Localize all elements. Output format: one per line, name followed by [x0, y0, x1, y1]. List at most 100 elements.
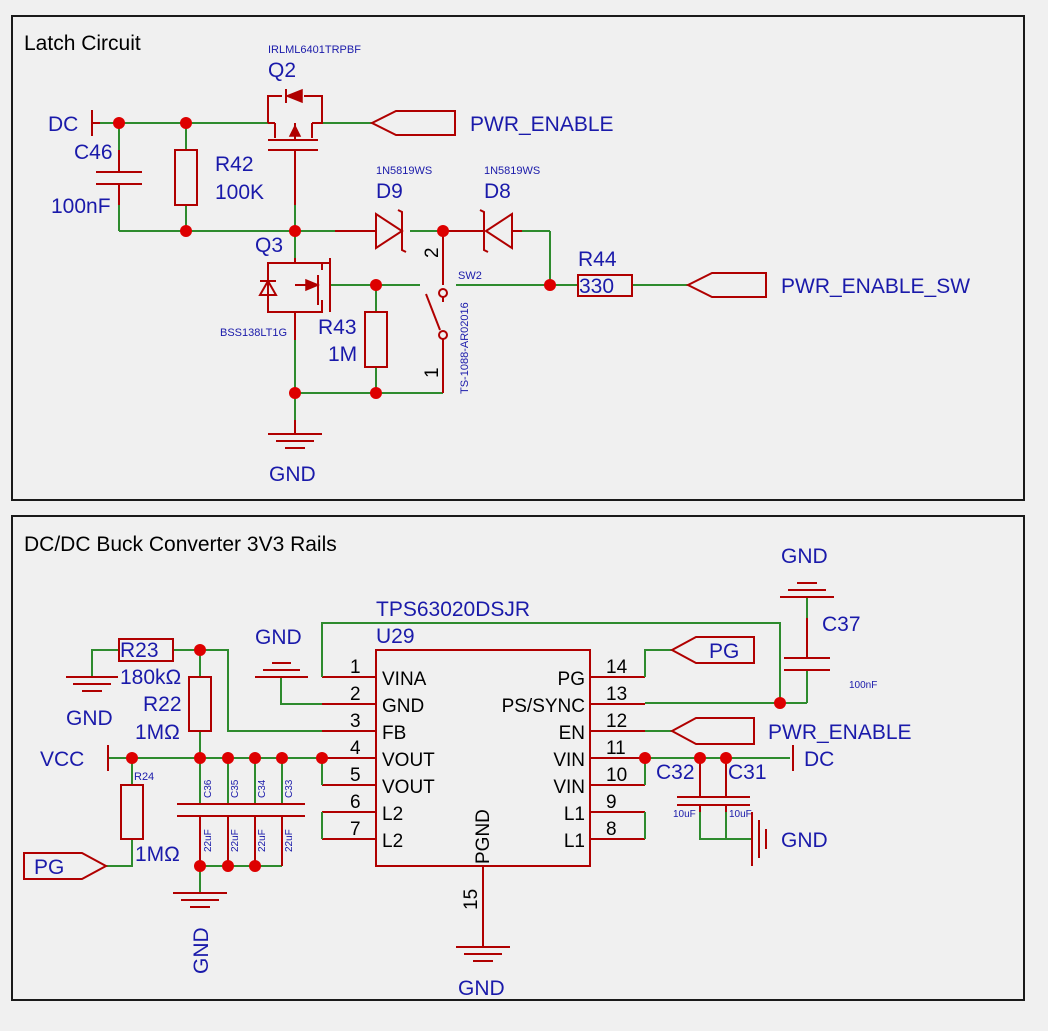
input-caps-gnd-symbol [751, 812, 767, 866]
r43-resistor [364, 311, 388, 368]
q2-pmos-transistor [267, 88, 323, 205]
c37-capacitor [784, 618, 830, 671]
pg-label-left: PG [34, 856, 64, 879]
pin-14-name: PG [558, 669, 585, 690]
buck-dc-net-label: DC [804, 748, 834, 771]
pin-13-num: 13 [606, 684, 627, 705]
c37-ref: C37 [822, 613, 861, 636]
pin-5-name: VOUT [382, 777, 435, 798]
sw2-pin1: 1 [422, 367, 443, 378]
pin-9-name: L1 [564, 804, 585, 825]
d9-ref: D9 [376, 180, 403, 203]
sw2-switch [425, 231, 448, 393]
pin-3-num: 3 [350, 711, 361, 732]
r44-value: 330 [579, 275, 614, 298]
c34-ref: C34 [257, 779, 268, 798]
r24-value: 1MΩ [135, 843, 180, 866]
output-capacitors [177, 803, 305, 866]
u29-left-pins [322, 676, 376, 840]
pin-10-num: 10 [606, 765, 627, 786]
r23-gnd-label: GND [66, 707, 113, 730]
d8-ref: D8 [484, 180, 511, 203]
c31-value: 10uF [729, 809, 752, 820]
pgnd-gnd-label: GND [458, 977, 505, 1000]
q3-nmos-transistor [258, 258, 331, 340]
d8-diode [443, 209, 522, 253]
pin2-gnd-label: GND [255, 626, 302, 649]
latch-gnd-symbol [268, 420, 322, 449]
pin-5-num: 5 [350, 765, 361, 786]
sw2-ref: SW2 [458, 270, 482, 282]
d8-part: 1N5819WS [484, 165, 540, 177]
q2-part: IRLML6401TRPBF [268, 44, 361, 56]
r44-resistor [577, 274, 633, 297]
pin-15-name: PGND [473, 809, 494, 864]
r24-resistor [120, 784, 144, 840]
pin-4-name: VOUT [382, 750, 435, 771]
c36-ref: C36 [203, 779, 214, 798]
pgnd-gnd-symbol [456, 920, 510, 962]
c35-value: 22uF [230, 829, 241, 852]
d9-part: 1N5819WS [376, 165, 432, 177]
latch-gnd-label: GND [269, 463, 316, 486]
c37-gnd-symbol [780, 582, 834, 598]
q3-ref: Q3 [255, 234, 283, 257]
d9-diode [335, 209, 407, 253]
c32-value: 10uF [673, 809, 696, 820]
pin-11-name: VIN [553, 750, 585, 771]
pin-14-num: 14 [606, 657, 628, 678]
c33-ref: C33 [284, 779, 295, 798]
pwr-enable-sw-port [685, 272, 767, 298]
pin-8-name: L1 [564, 831, 585, 852]
r22-value: 1MΩ [135, 721, 180, 744]
r23-gnd-symbol [66, 676, 118, 692]
r43-value: 1M [328, 343, 357, 366]
pin-10-name: VIN [553, 777, 585, 798]
pin-3-name: FB [382, 723, 406, 744]
latch-panel-frame [11, 15, 1025, 501]
r42-resistor [174, 149, 198, 206]
latch-circuit: DC C46 100nF R42 100K [48, 44, 970, 486]
r42-ref: R42 [215, 153, 254, 176]
pin-7-num: 7 [350, 819, 361, 840]
sw2-pin2: 2 [422, 247, 443, 258]
r24-ref: R24 [134, 771, 154, 783]
c37-value: 100nF [849, 680, 877, 691]
buck-circuit: TPS63020DSJR U29 1 2 3 4 5 6 7 VINA GND … [23, 545, 912, 1000]
pg-port-right [669, 636, 755, 664]
pin-15-num: 15 [461, 889, 482, 910]
buck-pwr-enable-label: PWR_ENABLE [768, 721, 912, 744]
pwr-enable-label: PWR_ENABLE [470, 113, 614, 136]
c37-gnd-label: GND [781, 545, 828, 568]
c33-value: 22uF [284, 829, 295, 852]
pin-8-num: 8 [606, 819, 617, 840]
pin-13-name: PS/SYNC [502, 696, 585, 717]
c35-ref: C35 [230, 779, 241, 798]
pin-11-num: 11 [606, 738, 626, 759]
u29-part: TPS63020DSJR [376, 598, 530, 621]
r22-resistor [188, 676, 212, 732]
c46-ref: C46 [74, 141, 113, 164]
pin-9-num: 9 [606, 792, 617, 813]
pin-6-num: 6 [350, 792, 361, 813]
output-caps-gnd-symbol [173, 892, 227, 908]
r23-ref: R23 [120, 639, 159, 662]
pin-12-name: EN [559, 723, 585, 744]
q3-part: BSS138LT1G [220, 327, 287, 339]
latch-panel-title: Latch Circuit [24, 32, 141, 55]
pwr-enable-sw-label: PWR_ENABLE_SW [781, 275, 970, 298]
c32-ref: C32 [656, 761, 695, 784]
pin-6-name: L2 [382, 804, 403, 825]
r23-resistor [118, 638, 174, 662]
buck-panel-frame [11, 515, 1025, 1001]
q2-ref: Q2 [268, 59, 296, 82]
r44-ref: R44 [578, 248, 617, 271]
r23-value: 180kΩ [120, 666, 181, 689]
r42-value: 100K [215, 181, 264, 204]
pin-2-name: GND [382, 696, 424, 717]
input-caps-gnd-label: GND [781, 829, 828, 852]
pin-2-num: 2 [350, 684, 361, 705]
pin2-gnd-symbol [255, 662, 308, 678]
buck-panel-title: DC/DC Buck Converter 3V3 Rails [24, 533, 337, 556]
